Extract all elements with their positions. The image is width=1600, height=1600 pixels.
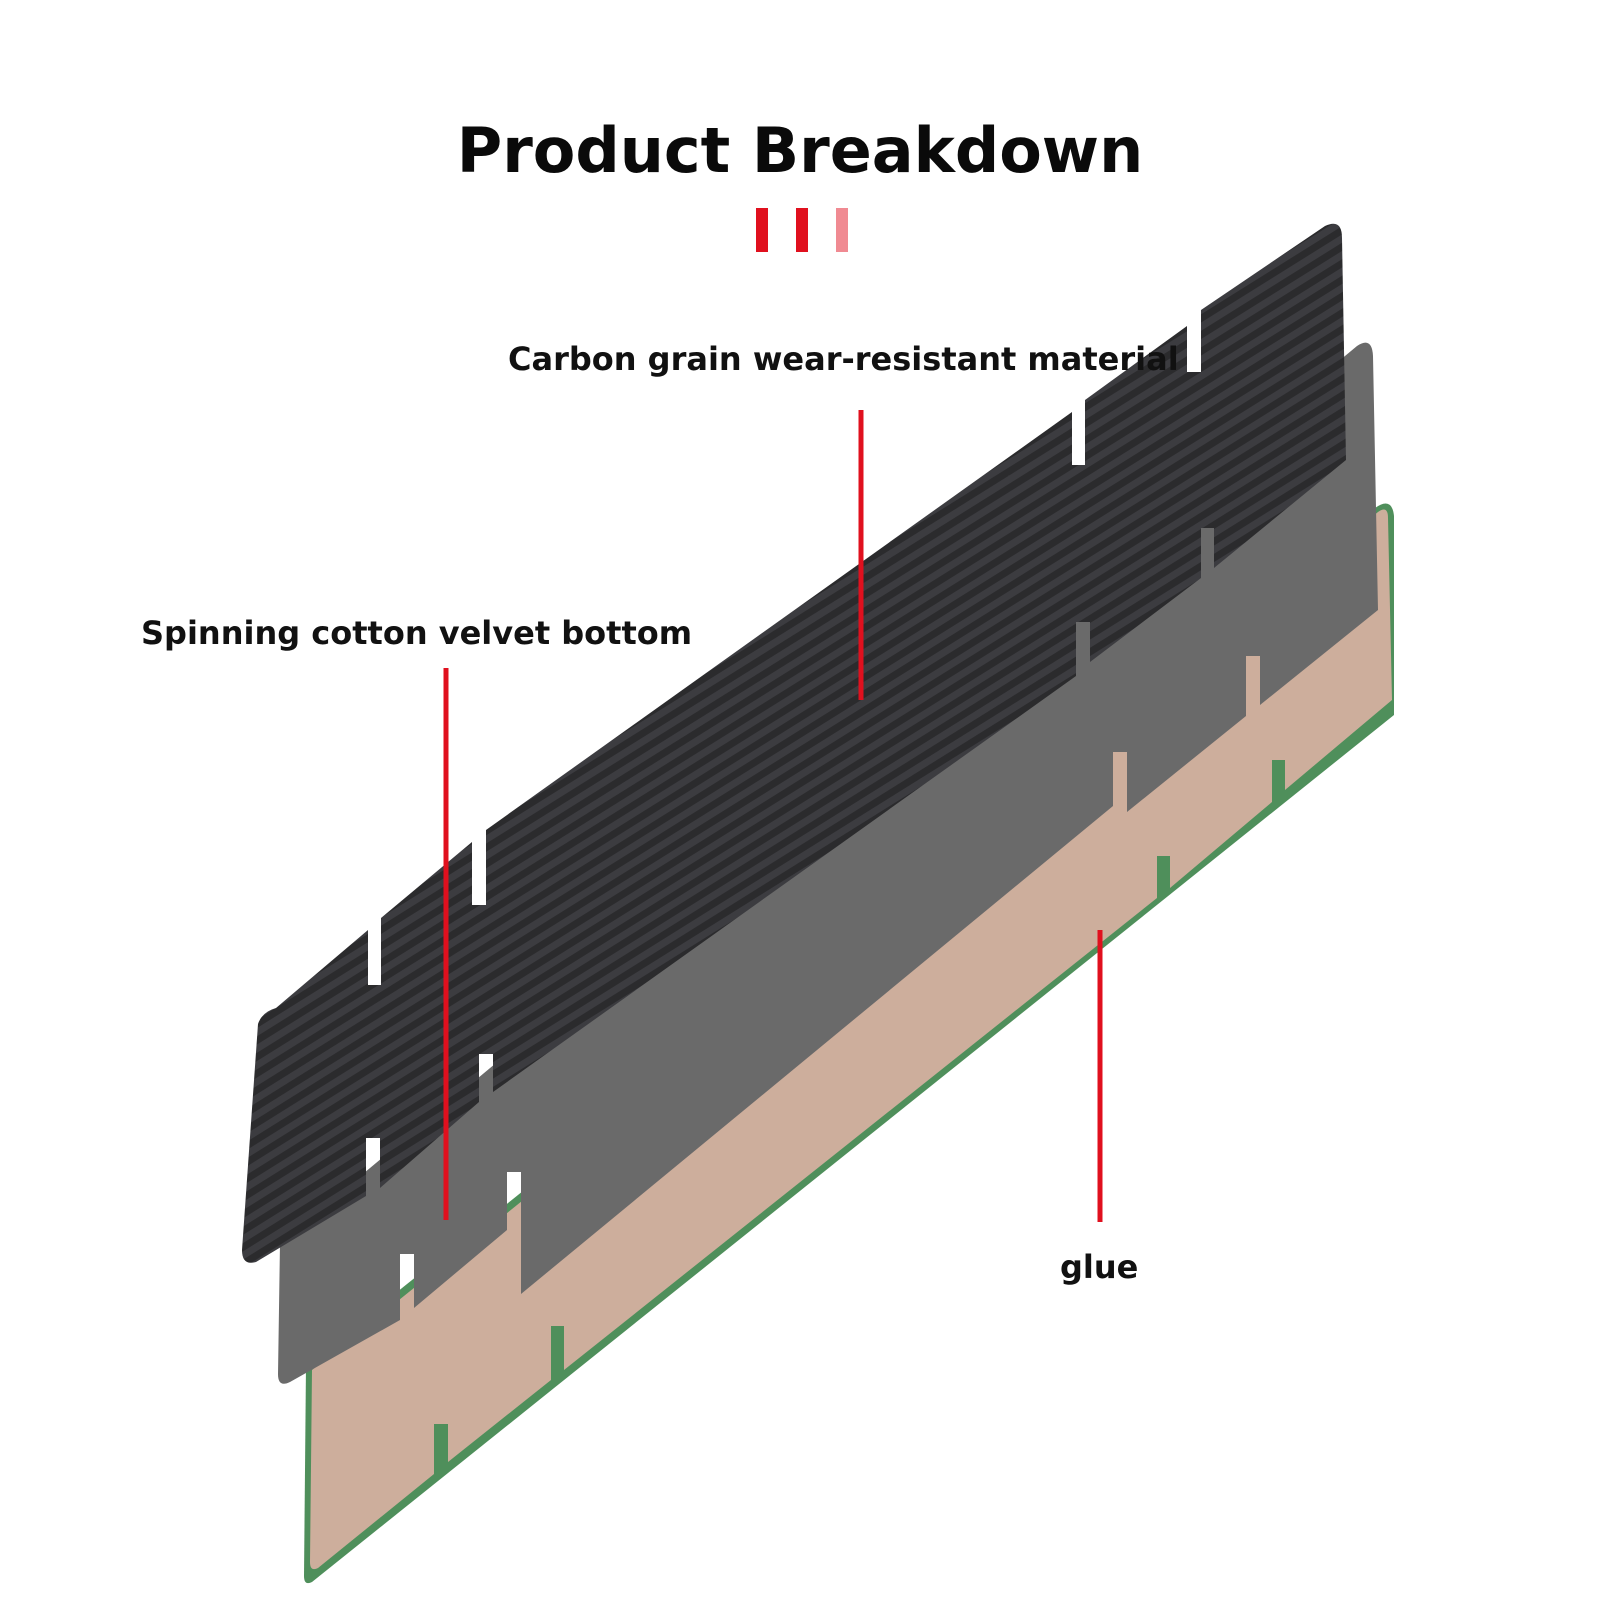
carbon-layer-shape (242, 223, 1346, 1263)
title-accent-marks (756, 208, 856, 252)
glue-layer (304, 503, 1394, 1584)
label-velvet-bottom: Spinning cotton velvet bottom (141, 614, 693, 652)
label-glue: glue (1060, 1248, 1139, 1286)
title-mark-2 (796, 208, 808, 252)
carbon-layer (242, 223, 1346, 1263)
page-title: Product Breakdown (456, 113, 1144, 187)
title-mark-1 (756, 208, 768, 252)
label-carbon-material: Carbon grain wear-resistant material (508, 340, 1179, 378)
glue-layer-shape (310, 509, 1392, 1570)
title-mark-3 (836, 208, 848, 252)
